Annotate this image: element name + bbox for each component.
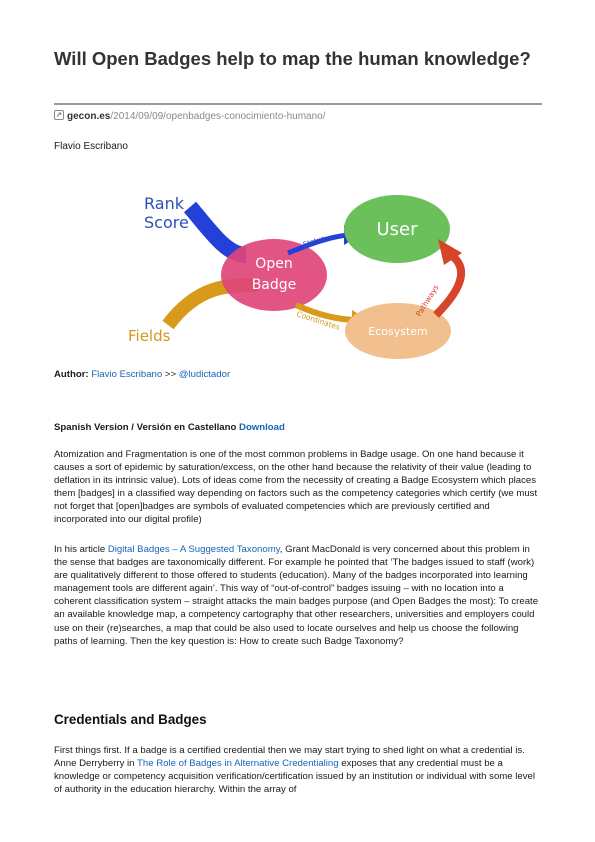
author-label: Author: (54, 369, 89, 380)
author-handle-link[interactable]: @ludictador (178, 369, 231, 380)
author-line: Author: Flavio Escribano >> @ludictador (54, 369, 230, 381)
rank-label: Rank (144, 194, 185, 213)
status-label: Status (302, 234, 326, 249)
pathways-arrow (433, 249, 466, 318)
score-label: Score (144, 213, 189, 232)
title-divider (54, 103, 542, 105)
open-badge-ellipse (221, 239, 327, 311)
paragraph-atomization: Atomization and Fragmentation is one of … (54, 449, 538, 526)
taxonomy-article-link[interactable]: Digital Badges – A Suggested Taxonomy (107, 544, 280, 555)
p2-text-before: In his article (54, 544, 106, 555)
ecosystem-label: Ecosystem (368, 325, 428, 338)
p2-text-after: , Grant MacDonald is very concerned abou… (54, 544, 539, 647)
source-domain[interactable]: gecon.es (67, 111, 111, 122)
rank-arrow (183, 201, 248, 263)
status-arrow (287, 232, 349, 256)
open-badge-diagram: Rank Score Open Badge User Fields Ecosys… (128, 194, 466, 359)
fields-label: Fields (128, 327, 171, 345)
pathways-arrowhead (438, 239, 462, 265)
badge-label: Badge (252, 277, 297, 293)
p3-text-before: First things first. If a badge is a cert… (54, 745, 525, 770)
user-label: User (376, 219, 418, 240)
p3-text-after: exposes that any credential must be a kn… (54, 758, 535, 796)
ecosystem-ellipse (345, 303, 451, 359)
source-path[interactable]: /2014/09/09/openbadges-conocimiento-huma… (110, 111, 326, 122)
spanish-version-line: Spanish Version / Versión en Castellano … (54, 422, 285, 434)
download-link[interactable]: Download (239, 422, 285, 433)
author-link[interactable]: Flavio Escribano (91, 369, 163, 380)
section-heading-credentials: Credentials and Badges (54, 712, 207, 727)
source-line: gecon.es/2014/09/09/openbadges-conocimie… (54, 110, 326, 123)
link-icon (54, 110, 64, 120)
byline: Flavio Escribano (54, 141, 128, 152)
paragraph-taxonomy: In his article Digital Badges – A Sugges… (54, 543, 542, 648)
article-title: Will Open Badges help to map the human k… (54, 48, 531, 69)
credentialing-article-link[interactable]: The Role of Badges in Alternative Creden… (137, 758, 339, 770)
author-separator: >> (164, 369, 177, 380)
open-label: Open (255, 256, 292, 272)
spanish-version-label: Spanish Version / Versión en Castellano (54, 422, 237, 433)
paragraph-credentials: First things first. If a badge is a cert… (54, 744, 542, 796)
user-ellipse (344, 195, 450, 263)
